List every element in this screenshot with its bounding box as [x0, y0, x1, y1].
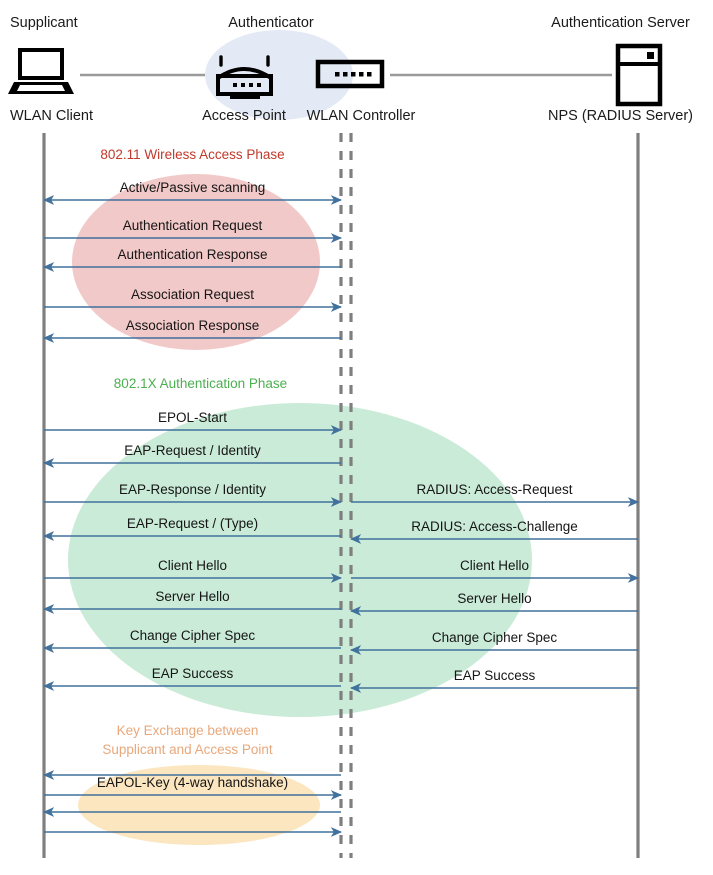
- message-label: Active/Passive scanning: [120, 180, 266, 195]
- message-left-7: EAP-Response / Identity: [44, 482, 343, 507]
- message-right-3: Server Hello: [349, 591, 638, 616]
- message-left-8: EAP-Request / (Type): [42, 516, 341, 541]
- message-label: Association Request: [131, 287, 254, 302]
- message-left-9: Client Hello: [44, 558, 343, 583]
- message-right-0: RADIUS: Access-Request: [351, 482, 640, 507]
- message-label: EAP-Request / (Type): [127, 516, 258, 531]
- message-label: Server Hello: [457, 591, 531, 606]
- message-left-1: Authentication Request: [44, 218, 343, 243]
- message-label: Authentication Request: [123, 218, 263, 233]
- message-label: EAP-Request / Identity: [124, 443, 261, 458]
- message-right-4: Change Cipher Spec: [349, 630, 638, 655]
- wireless-router-icon: [216, 55, 273, 99]
- message-left-12: EAP Success: [42, 666, 341, 691]
- actor-role-authenticator: Authenticator: [228, 15, 314, 31]
- phase-key-exchange-ellipse: [78, 765, 320, 845]
- actor-role-supplicant: Supplicant: [10, 15, 78, 31]
- message-left-4: Association Response: [42, 318, 341, 343]
- message-label: EAP Success: [454, 668, 536, 683]
- message-left-5: EPOL-Start: [44, 410, 343, 435]
- message-label: Client Hello: [460, 558, 529, 573]
- message-label: EAP Success: [152, 666, 234, 681]
- server-icon: [615, 43, 663, 107]
- phase-80211-ellipse: [72, 174, 320, 350]
- actor-device-supplicant: WLAN Client: [10, 108, 93, 124]
- message-label: Authentication Response: [117, 247, 267, 262]
- actor-role-auth-server: Authentication Server: [551, 15, 690, 31]
- message-label: Change Cipher Spec: [130, 628, 256, 643]
- message-label: Client Hello: [158, 558, 227, 573]
- message-label: EPOL-Start: [158, 410, 227, 425]
- message-left-14: EAPOL-Key (4-way handshake): [44, 775, 343, 800]
- phase-8021x-ellipse: [68, 403, 532, 717]
- message-label: EAP-Response / Identity: [119, 482, 266, 497]
- message-label: Server Hello: [155, 589, 229, 604]
- message-left-0: Active/Passive scanning: [42, 180, 343, 205]
- actor-device-access-point: Access Point: [202, 108, 286, 124]
- message-right-5: EAP Success: [349, 668, 638, 693]
- message-left-11: Change Cipher Spec: [42, 628, 341, 653]
- message-label: RADIUS: Access-Request: [416, 482, 572, 497]
- actor-device-wlan-controller: WLAN Controller: [306, 108, 416, 124]
- actor-device-nps: NPS (RADIUS Server): [547, 108, 694, 124]
- message-left-3: Association Request: [44, 287, 343, 312]
- laptop-icon: [8, 48, 74, 94]
- message-right-2: Client Hello: [351, 558, 640, 583]
- phase-label-key-exchange: Key Exchange between Supplicant and Acce…: [102, 723, 273, 757]
- message-left-10: Server Hello: [42, 589, 341, 614]
- message-left-2: Authentication Response: [42, 247, 341, 272]
- phase-label-80211: 802.11 Wireless Access Phase: [100, 147, 285, 162]
- phase-label-8021x: 802.1X Authentication Phase: [113, 376, 288, 391]
- message-label: Change Cipher Spec: [432, 630, 558, 645]
- message-label: RADIUS: Access-Challenge: [411, 519, 578, 534]
- message-label: Association Response: [126, 318, 260, 333]
- message-right-1: RADIUS: Access-Challenge: [349, 519, 638, 544]
- switch-icon: [315, 59, 385, 89]
- message-label: EAPOL-Key (4-way handshake): [97, 775, 288, 790]
- message-left-6: EAP-Request / Identity: [42, 443, 341, 468]
